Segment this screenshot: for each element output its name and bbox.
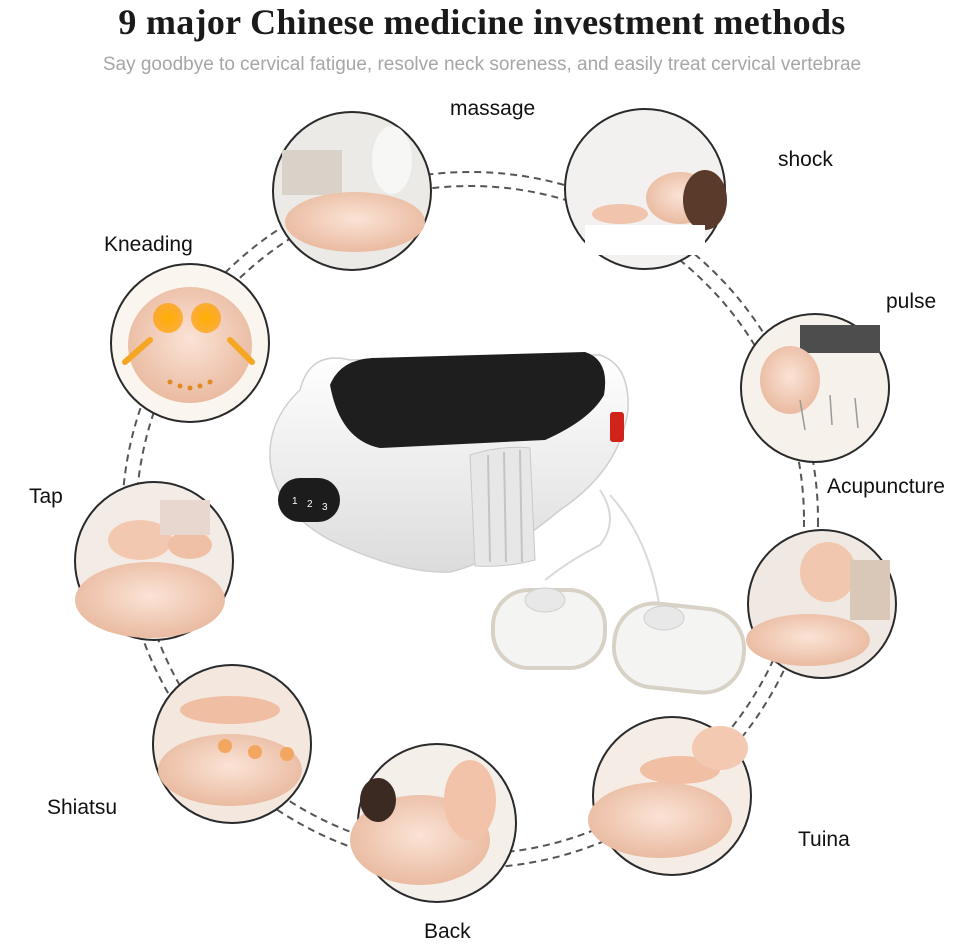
- mode-button-3[interactable]: 3: [322, 502, 328, 513]
- mode-button-2[interactable]: 2: [307, 499, 313, 510]
- method-image-acupuncture: [746, 529, 897, 679]
- label-tuina: Tuina: [798, 828, 850, 851]
- label-shiatsu: Shiatsu: [47, 796, 118, 819]
- method-image-shock: [564, 108, 727, 270]
- label-acupuncture: Acupuncture: [827, 475, 945, 498]
- label-shock: shock: [778, 148, 833, 171]
- page-subtitle: Say goodbye to cervical fatigue, resolve…: [102, 54, 862, 75]
- label-back: Back: [424, 920, 471, 943]
- label-massage: massage: [450, 97, 536, 120]
- method-image-back: [350, 743, 517, 903]
- method-image-tap: [74, 481, 234, 641]
- label-kneading: Kneading: [104, 233, 193, 256]
- electrode-pads: [491, 489, 747, 695]
- method-image-pulse: [740, 313, 890, 463]
- mode-button-1[interactable]: 1: [292, 496, 298, 507]
- label-tap: Tap: [29, 485, 63, 508]
- method-image-kneading: [110, 263, 270, 423]
- method-image-massage: [272, 111, 432, 271]
- method-image-tuina: [588, 716, 752, 876]
- label-pulse: pulse: [886, 290, 937, 313]
- mode-button-group: 1 2 3: [292, 496, 328, 513]
- method-image-shiatsu: [152, 664, 312, 824]
- neck-massager-device: [269, 352, 629, 573]
- page-title: 9 major Chinese medicine investment meth…: [118, 2, 846, 42]
